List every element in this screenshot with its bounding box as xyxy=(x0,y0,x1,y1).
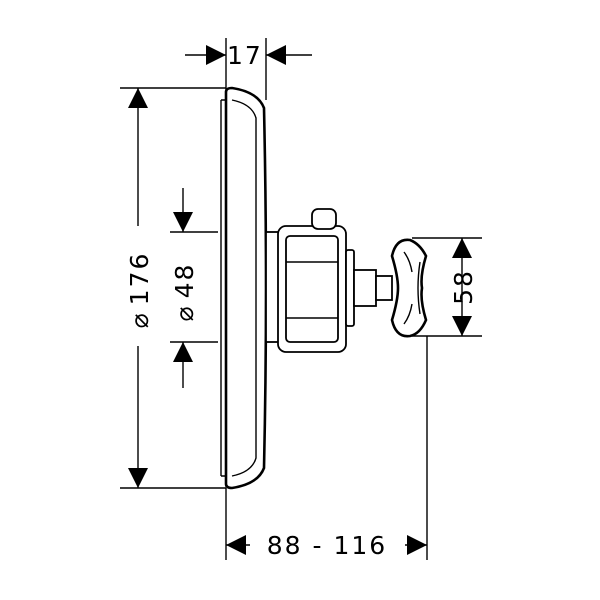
dimension-inner-diameter-label: 48 xyxy=(170,263,199,299)
dimension-projection-label: 88 - 116 xyxy=(267,531,387,560)
diameter-symbol: ⌀ xyxy=(125,311,154,328)
cross-handle xyxy=(390,238,428,338)
dimension-handle-height: 58 xyxy=(449,238,478,336)
svg-text:⌀176: ⌀ 176 xyxy=(125,252,154,329)
diameter-symbol: ⌀ xyxy=(170,304,199,321)
arrow-down-icon xyxy=(128,468,148,488)
arrow-up-icon xyxy=(173,342,193,362)
dimension-thickness-label: 17 xyxy=(227,41,263,70)
dimension-inner-diameter: ⌀ 48 xyxy=(170,188,199,388)
arrow-right-icon xyxy=(206,45,226,65)
arrow-down-icon xyxy=(452,316,472,336)
svg-text:⌀48: ⌀ 48 xyxy=(170,263,199,322)
arrow-up-icon xyxy=(128,88,148,108)
arrow-up-icon xyxy=(452,238,472,258)
valve-body xyxy=(265,208,393,353)
dimension-outer-diameter-label: 176 xyxy=(125,252,154,306)
dimension-thickness: 17 xyxy=(185,41,312,70)
dimension-outer-diameter: ⌀ 176 xyxy=(125,88,154,488)
arrow-right-icon xyxy=(407,535,427,555)
dimension-handle-height-label: 58 xyxy=(449,269,478,305)
arrow-down-icon xyxy=(173,212,193,232)
escutcheon-plate xyxy=(220,86,268,490)
arrow-left-icon xyxy=(266,45,286,65)
dimension-projection: 88 - 116 xyxy=(226,531,427,560)
arrow-left-icon xyxy=(226,535,246,555)
